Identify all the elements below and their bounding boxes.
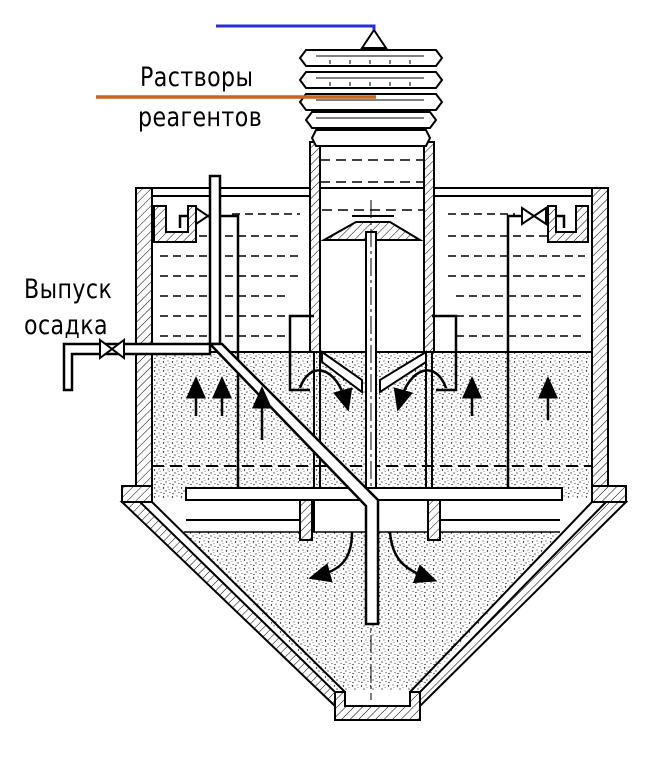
water-surface-dashes [160,213,585,337]
left-wall [135,187,153,487]
diffuser-cone-right [379,350,427,394]
right-wall [591,187,609,487]
left-baffle [288,314,314,392]
cone-inner-left [151,501,346,693]
top-valve-triangle [360,28,388,49]
reagents-label-line2: реагентов [138,102,263,133]
sludge-pipe-diagonal [207,342,380,626]
right-shoulder [591,485,627,503]
left-shoulder [121,485,153,503]
right-top-valve-icon [521,206,547,226]
central-column-left-wall [309,141,321,353]
sludge-outlet-pipe [62,342,212,392]
right-baffle [432,314,458,392]
sludge-outlet-valve-icon [99,338,125,360]
right-trough [547,205,589,243]
lower-stub-left [299,499,313,541]
sludge-label-line2: осадка [24,310,108,341]
distribution-pipe [185,487,563,501]
water-inlet-line [216,24,376,30]
central-column-right-wall [423,141,435,353]
sludge-pipe-vertical [208,174,222,346]
cone-inner-right [409,501,593,693]
flow-arrows [186,369,558,584]
bottom-outlet [334,691,421,721]
lower-stub-right [427,499,441,541]
reagents-label-line1: Растворы [140,62,254,93]
left-trough [153,205,197,243]
diffuser-cone [321,350,363,394]
sludge-label-line1: Выпуск [24,274,113,305]
